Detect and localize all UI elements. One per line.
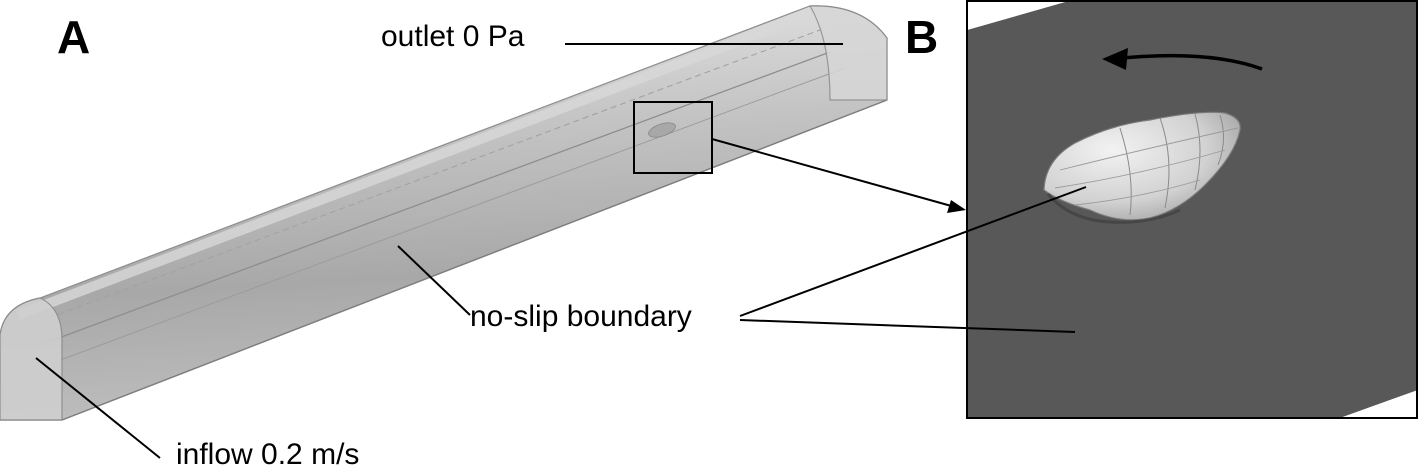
channel-dash-line [29, 29, 821, 326]
zoom-box [633, 101, 713, 174]
channel-floor [967, 0, 1418, 418]
inflow-label: inflow 0.2 m/s [176, 438, 360, 468]
rotation-arrow-head [1102, 48, 1128, 70]
rotation-arrow-curve [1121, 53, 1263, 71]
panel-b-frame [966, 0, 1418, 419]
panel-b-label: B [905, 11, 939, 63]
channel-top-ridge [16, 7, 817, 320]
channel-tube [0, 5, 888, 421]
shell-large [1043, 111, 1241, 224]
outlet-label: outlet 0 Pa [381, 20, 525, 53]
channel-body [0, 5, 888, 421]
shell-small [648, 122, 676, 138]
inflow-leader-line [35, 357, 161, 459]
no-slip-label: no-slip boundary [470, 300, 692, 333]
panel-a-label: A [57, 11, 91, 63]
channel-edge-line-1 [39, 51, 831, 346]
outlet-end-cap [808, 5, 888, 101]
noslip-leader-shell [739, 186, 1087, 317]
zoom-arrow-head [947, 200, 966, 213]
noslip-leader-floor [739, 319, 1076, 333]
panel-b-view [966, 0, 1418, 419]
channel-floor-edge [61, 99, 888, 421]
inlet-end-cap [0, 297, 63, 421]
channel-edge-line-2 [54, 67, 846, 363]
zoom-arrow-line [711, 138, 956, 208]
noslip-leader-a [397, 245, 471, 316]
